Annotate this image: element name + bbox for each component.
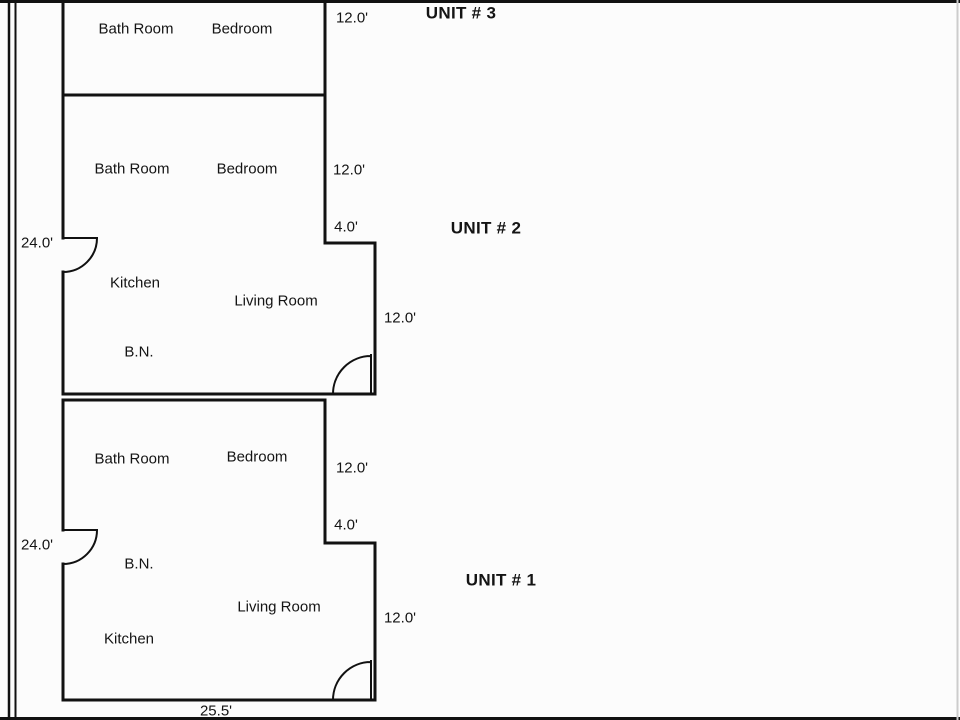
- unit2-dim-right-top: 12.0': [332, 161, 366, 179]
- unit2-living-room-label: Living Room: [234, 292, 318, 310]
- unit1-title: UNIT # 1: [465, 570, 537, 590]
- unit1-walls: [61, 398, 377, 702]
- unit1-dim-left: 24.0': [20, 536, 54, 554]
- unit3-bedroom-label: Bedroom: [211, 20, 273, 38]
- unit2-entry-door: [61, 236, 99, 274]
- unit2-walls: [61, 93, 377, 396]
- unit3-walls: [61, 0, 327, 97]
- unit3-bathroom-label: Bath Room: [98, 20, 174, 38]
- unit2-bathroom-label: Bath Room: [94, 160, 170, 178]
- unit2-bn-label: B.N.: [124, 343, 154, 361]
- unit2-living-room-door: [331, 354, 373, 396]
- unit1-bn-label: B.N.: [124, 555, 154, 573]
- unit2-bedroom-label: Bedroom: [216, 160, 278, 178]
- unit2-kitchen-label: Kitchen: [109, 274, 161, 292]
- unit1-dim-notch: 4.0': [334, 516, 358, 534]
- unit1-bedroom-label: Bedroom: [226, 448, 288, 466]
- unit1-living-room-label: Living Room: [237, 598, 321, 616]
- unit1-entry-door: [61, 528, 99, 566]
- unit1-bathroom-label: Bath Room: [94, 450, 170, 468]
- unit1-kitchen-label: Kitchen: [103, 630, 155, 648]
- unit1-dim-right-bottom: 12.0': [383, 609, 417, 627]
- unit1-living-room-door: [331, 660, 373, 702]
- unit1-dim-bottom: 25.5': [199, 702, 233, 720]
- unit2-dim-right-bottom: 12.0': [383, 309, 417, 327]
- unit2-dim-left: 24.0': [20, 234, 54, 252]
- unit3-dim-right-top: 12.0': [335, 9, 369, 27]
- unit2-title: UNIT # 2: [450, 218, 522, 238]
- unit2-dim-notch: 4.0': [334, 218, 358, 236]
- unit1-dim-right-top: 12.0': [335, 459, 369, 477]
- unit3-title: UNIT # 3: [425, 3, 497, 23]
